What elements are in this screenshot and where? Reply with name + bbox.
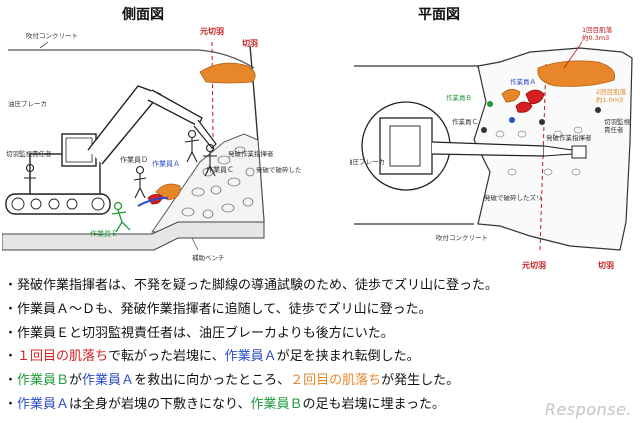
bullet-segment: ・ bbox=[4, 373, 18, 389]
bullet-segment: ２回目の肌落ち bbox=[290, 373, 382, 389]
bullet-segment: を救出に向かったところ、 bbox=[134, 373, 291, 389]
plan-view-diagram: 1回目肌落約0.3m3 2回目肌落約1.0m3 作業員Ｂ 作業員Ａ 作業員Ｃ 油… bbox=[350, 25, 633, 270]
bullet-line: ・１回目の肌落ちで転がった岩塊に、作業員Ａが足を挟まれ転倒した。 bbox=[4, 345, 636, 369]
plan-label-worker-c: 作業員Ｃ bbox=[452, 117, 478, 126]
plan-worker-b-figure bbox=[487, 101, 493, 107]
plan-face-supervisor-figure bbox=[595, 107, 601, 113]
rubble-pile bbox=[151, 133, 265, 233]
bullet-line: ・作業員Ｅと切羽監視責任者は、油圧ブレーカよりも後方にいた。 bbox=[4, 322, 636, 346]
face-supervisor-figure bbox=[24, 163, 36, 186]
excavator-track bbox=[5, 193, 111, 215]
side-view-diagram: 吹付コンクリート 元切羽 切羽 油圧ブレーカ 作業員Ａ 作業員Ｄ 作業員Ｃ 発破… bbox=[2, 26, 302, 262]
bullet-segment: ・ bbox=[4, 396, 18, 412]
bullet-segment: が足を挟まれ転倒した。 bbox=[276, 349, 420, 365]
plan-label-worker-b: 作業員Ｂ bbox=[446, 93, 472, 102]
first-fall-rock bbox=[525, 89, 545, 105]
bullet-segment: 作業員Ａ bbox=[82, 373, 135, 389]
bullet-segment: 作業員Ａ bbox=[17, 396, 70, 412]
response-watermark: Response. bbox=[544, 400, 632, 419]
side-label-worker-a: 作業員Ａ bbox=[152, 159, 180, 168]
worker-e-figure bbox=[111, 201, 131, 233]
hydraulic-breaker-machine bbox=[5, 85, 217, 215]
side-label-worker-e: 作業員Ｅ bbox=[90, 229, 118, 238]
worker-c-figure bbox=[203, 143, 217, 177]
plan-rubble-rocks bbox=[495, 126, 583, 176]
side-label-breaker: 油圧ブレーカ bbox=[8, 99, 47, 108]
bullet-line: ・作業員Ａは全身が岩塊の下敷きになり、作業員Ｂの足も岩塊に埋まった。 bbox=[4, 393, 636, 417]
bullet-segment: ・ bbox=[4, 349, 18, 365]
blast-leader-figure bbox=[184, 129, 200, 163]
accident-summary-bullets: ・発破作業指揮者は、不発を疑った脚線の導通試験のため、徒歩でズリ山に登った。 ・… bbox=[4, 274, 636, 417]
bullet-segment: の足も岩塊に埋まった。 bbox=[302, 396, 446, 412]
bench-leader bbox=[191, 237, 199, 251]
side-label-worker-c: 作業員Ｃ bbox=[206, 165, 234, 174]
tunnel-crown-line bbox=[8, 49, 255, 69]
first-fall-rock-2 bbox=[515, 101, 533, 113]
plan-breaker-machine bbox=[361, 101, 587, 191]
bullet-segment: ・作業員Ａ～Ｄも、発破作業指揮者に追随して、徒歩でズリ山に登った。 bbox=[4, 301, 432, 317]
bullet-line: ・発破作業指揮者は、不発を疑った脚線の導通試験のため、徒歩でズリ山に登った。 bbox=[4, 274, 636, 298]
plan-label-blast-leader: 発破作業指揮者 bbox=[546, 133, 592, 142]
rock-crown-orange bbox=[199, 62, 256, 84]
bullet-segment: 作業員Ｂ bbox=[17, 373, 70, 389]
plan-worker-a-figure bbox=[509, 117, 515, 123]
plan-blast-leader-figure bbox=[539, 119, 545, 125]
bullet-segment: が bbox=[69, 373, 83, 389]
plan-label-first-fall: 1回目肌落約0.3m3 bbox=[582, 25, 613, 42]
bullet-segment: 作業員Ａ bbox=[224, 349, 277, 365]
side-label-rubble: 発破で破砕したズリ bbox=[256, 165, 302, 174]
plan-view-title: 平面図 bbox=[418, 7, 460, 23]
plan-label-second-fall: 2回目肌落約1.0m3 bbox=[596, 87, 627, 104]
worker-a-lying bbox=[137, 197, 169, 207]
plan-label-worker-a: 作業員Ａ bbox=[510, 77, 536, 86]
side-label-face: 切羽 bbox=[242, 38, 258, 48]
bullet-segment: ・作業員Ｅと切羽監視責任者は、油圧ブレーカよりも後方にいた。 bbox=[4, 325, 394, 341]
bullet-line: ・作業員Ｂが作業員Ａを救出に向かったところ、２回目の肌落ちが発生した。 bbox=[4, 369, 636, 393]
auxiliary-bench bbox=[2, 221, 265, 251]
side-label-blast-leader: 発破作業指揮者 bbox=[228, 149, 274, 158]
breaker-chisel bbox=[193, 119, 217, 149]
rubble-rocks bbox=[181, 146, 255, 219]
plan-worker-c-figure bbox=[481, 127, 487, 133]
side-view-title: 側面図 bbox=[122, 7, 164, 23]
plan-label-original-face: 元切羽 bbox=[522, 260, 546, 270]
side-label-original-face: 元切羽 bbox=[200, 26, 224, 36]
orange-rubble-near-a bbox=[501, 89, 521, 103]
bullet-segment: 作業員Ｂ bbox=[250, 396, 303, 412]
excavator-arm bbox=[147, 89, 203, 127]
bullet-segment: が発生した。 bbox=[381, 373, 460, 389]
plan-label-rubble: 発破で破砕したズリ bbox=[484, 193, 543, 202]
bullet-line: ・作業員Ａ～Ｄも、発破作業指揮者に追随して、徒歩でズリ山に登った。 bbox=[4, 298, 636, 322]
bullet-segment: で転がった岩塊に、 bbox=[108, 349, 225, 365]
second-fall-rock bbox=[537, 60, 616, 87]
worker-d-figure bbox=[133, 165, 147, 199]
side-label-bench: 補助ベンチ bbox=[192, 253, 225, 262]
side-label-sprayed-concrete: 吹付コンクリート bbox=[26, 31, 78, 40]
bullet-segment: ・発破作業指揮者は、不発を疑った脚線の導通試験のため、徒歩でズリ山に登った。 bbox=[4, 278, 499, 293]
side-label-worker-d: 作業員Ｄ bbox=[120, 155, 148, 164]
bullet-segment: １回目の肌落ち bbox=[17, 349, 109, 365]
sprayed-concrete-leader bbox=[39, 41, 49, 49]
plan-label-breaker: 油圧ブレーカ bbox=[350, 157, 385, 166]
plan-label-face-supervisor: 切羽監視責任者 bbox=[604, 117, 631, 134]
bullet-segment: は全身が岩塊の下敷きになり、 bbox=[69, 396, 251, 412]
plan-label-face: 切羽 bbox=[598, 260, 614, 270]
side-label-face-supervisor: 切羽監視責任者 bbox=[6, 149, 52, 158]
excavator-boom bbox=[87, 85, 162, 165]
plan-label-sprayed-concrete: 吹付コンクリート bbox=[436, 233, 488, 242]
